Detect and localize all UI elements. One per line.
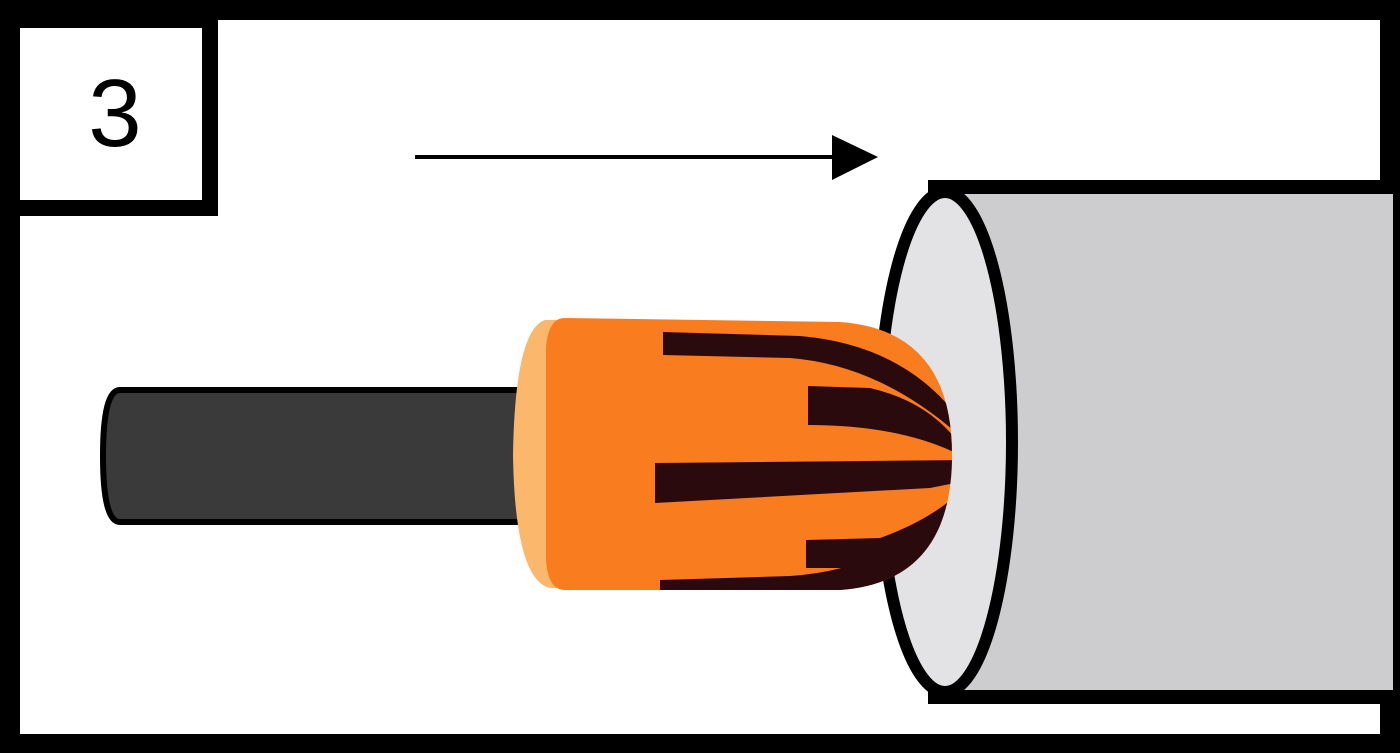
direction-arrow-icon	[415, 135, 878, 180]
cable	[99, 387, 563, 525]
cap-body	[546, 318, 952, 590]
step-number: 3	[88, 60, 142, 167]
step-number-badge	[20, 12, 218, 216]
cable-with-orange-cap-icon	[513, 318, 952, 590]
cap-stripes	[655, 332, 952, 590]
tube-icon	[872, 180, 1400, 704]
